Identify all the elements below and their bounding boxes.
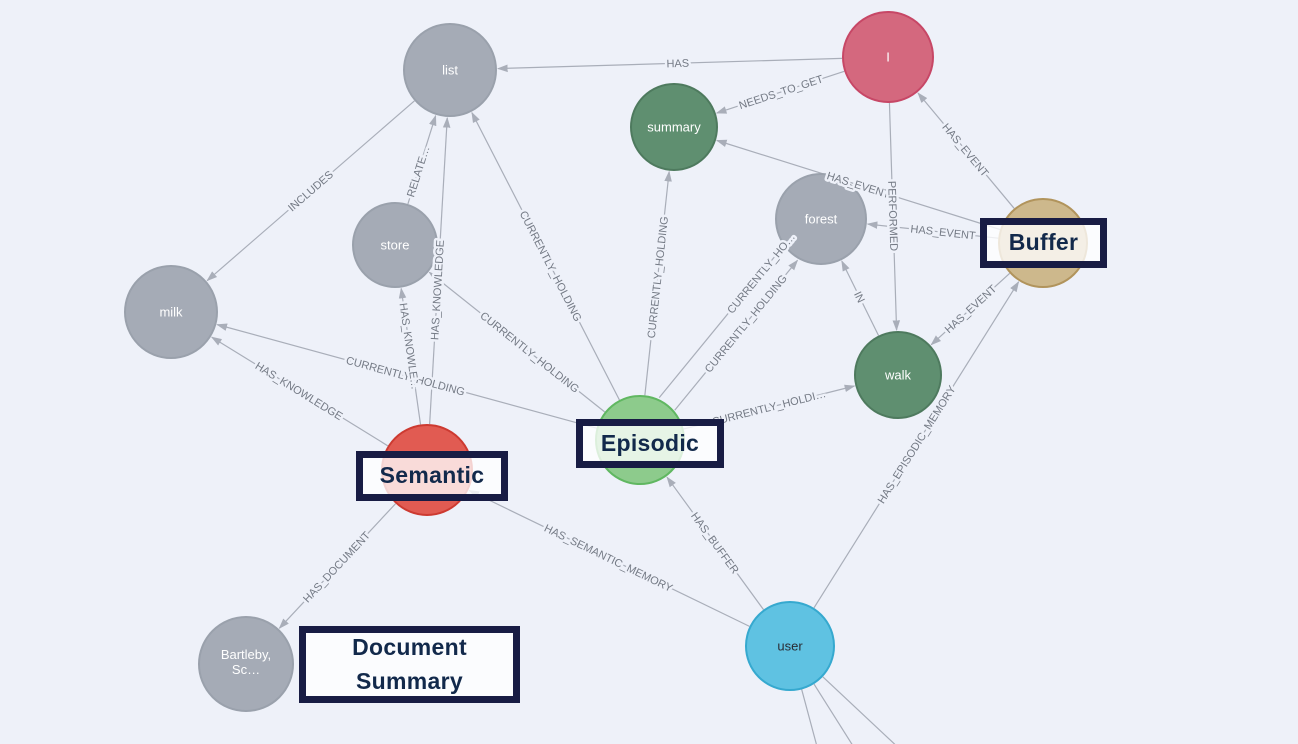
edge-label: CURRENTLY_HOLDING — [478, 310, 581, 396]
edge-store-list[interactable] — [407, 114, 437, 205]
node-summary-circle[interactable] — [630, 83, 718, 171]
node-walk[interactable]: walk — [854, 331, 942, 419]
node-i-circle[interactable] — [842, 11, 934, 103]
edge-label: HAS_DOCUMENT — [301, 529, 373, 605]
edge-label: IN — [851, 290, 867, 305]
edge-semantic-milk[interactable] — [210, 336, 389, 447]
node-semantic[interactable] — [381, 424, 473, 516]
node-bartleby[interactable]: Bartleby,Sc… — [198, 616, 294, 712]
edge-label: HAS_SEMANTIC_MEMORY — [542, 523, 675, 596]
edge-episodic-summary[interactable] — [644, 170, 672, 396]
edge-user-semantic[interactable] — [468, 489, 750, 627]
edge-list-milk[interactable] — [206, 100, 415, 282]
edge-user-buffer[interactable] — [813, 281, 1020, 609]
edge-buffer-i[interactable] — [917, 92, 1015, 209]
nodes-layer: listIsummarystoreforestmilkwalkBartleby,… — [124, 11, 1088, 712]
edge-label: HAS_BUFFER — [688, 510, 741, 576]
edge-label: CURRENTLY_HOLDING — [646, 216, 671, 339]
edge-user-offscreen[interactable] — [813, 683, 872, 744]
node-store[interactable]: store — [352, 202, 438, 288]
node-list[interactable]: list — [403, 23, 497, 117]
edge-label: CURRENTLY_HOLDI… — [711, 388, 828, 428]
node-milk[interactable]: milk — [124, 265, 218, 359]
node-buffer[interactable] — [998, 198, 1088, 288]
edge-buffer-walk[interactable] — [930, 272, 1011, 346]
node-i[interactable]: I — [842, 11, 934, 103]
edge-user-episodic[interactable] — [666, 476, 764, 610]
edge-semantic-store[interactable] — [398, 287, 422, 425]
edge-label: NEEDS_TO_GET — [738, 73, 825, 112]
edge-buffer-forest[interactable] — [866, 221, 999, 239]
edge-label: RELATE… — [405, 145, 432, 199]
edge-i-list[interactable] — [496, 57, 843, 73]
edge-user-offscreen[interactable] — [822, 676, 935, 744]
edge-label: HAS — [666, 58, 689, 71]
node-list-circle[interactable] — [403, 23, 497, 117]
node-semantic-circle[interactable] — [381, 424, 473, 516]
edge-label: HAS_KNOWLEDGE — [253, 360, 345, 423]
edge-episodic-forest[interactable] — [674, 259, 799, 411]
edge-episodic-forest[interactable] — [658, 246, 783, 398]
edge-i-summary[interactable] — [715, 70, 845, 114]
node-buffer-circle[interactable] — [998, 198, 1088, 288]
edge-label: CURRENTLY_HOLDING — [517, 209, 584, 324]
node-episodic[interactable] — [595, 395, 685, 485]
edge-label: HAS_EVENT — [910, 223, 977, 242]
edge-episodic-store[interactable] — [428, 271, 606, 413]
node-bartleby-circle[interactable] — [198, 616, 294, 712]
edge-labels-layer: HAS NEEDS_TO_GET HAS_EVENT HAS_EVENT HAS_EVE… — [250, 55, 1002, 608]
edge-i-walk[interactable] — [888, 102, 901, 332]
node-walk-circle[interactable] — [854, 331, 942, 419]
edge-episodic-list[interactable] — [471, 111, 620, 401]
edge-user-offscreen[interactable] — [801, 689, 826, 744]
edge-label: HAS_EVENT — [943, 283, 1000, 336]
node-milk-circle[interactable] — [124, 265, 218, 359]
node-store-circle[interactable] — [352, 202, 438, 288]
edge-label: HAS_EVENT — [939, 122, 990, 180]
edge-episodic-milk[interactable] — [216, 323, 597, 429]
node-user-circle[interactable] — [745, 601, 835, 691]
edge-walk-forest[interactable] — [841, 260, 880, 336]
edges-layer — [206, 57, 1020, 744]
node-user[interactable]: user — [745, 601, 835, 691]
edge-label: PERFORMED — [885, 181, 899, 252]
edge-semantic-list[interactable] — [429, 116, 451, 425]
edge-label: INCLUDES — [286, 169, 336, 215]
node-episodic-circle[interactable] — [595, 395, 685, 485]
edge-buffer-summary[interactable] — [715, 139, 1001, 231]
node-forest-circle[interactable] — [775, 173, 867, 265]
node-summary[interactable]: summary — [630, 83, 718, 171]
edge-semantic-bartleby[interactable] — [278, 503, 397, 629]
